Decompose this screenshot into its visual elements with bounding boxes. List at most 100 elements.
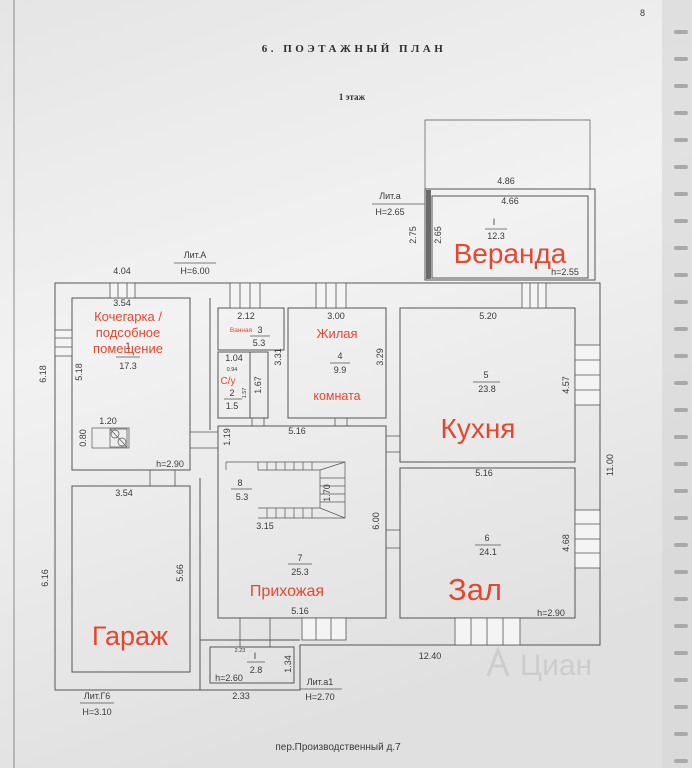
- garage-litera-height: H=3.10: [82, 707, 111, 717]
- stair-inner-line: [258, 469, 321, 509]
- binding-ring: [674, 678, 688, 682]
- veranda-outer-depth: 2.75: [408, 226, 418, 244]
- living-length-right: 3.29: [375, 348, 385, 366]
- bath-width: 2.12: [237, 311, 255, 321]
- binding-ring: [674, 327, 688, 331]
- binding-ring: [674, 300, 688, 304]
- window-kitchen-top: [521, 282, 547, 309]
- page-number: 8: [640, 8, 645, 18]
- binding-ring: [674, 732, 688, 736]
- boiler-name-line-3: помещение: [93, 341, 163, 356]
- veranda-litera-label: Лит.а: [379, 191, 401, 201]
- boiler-name-line-2: подсобное: [96, 325, 161, 340]
- door-boiler-garage: [149, 470, 176, 486]
- doors: [149, 418, 400, 647]
- window-boiler-left: [54, 329, 73, 357]
- lounge-room-number: 6: [484, 533, 489, 543]
- stove-diagonal: [109, 428, 128, 448]
- stairs-area: 5.3: [236, 492, 249, 502]
- window-boiler-top: [109, 282, 136, 299]
- porch-outer-width: 2.33: [232, 691, 250, 701]
- corridor-width: 5.16: [288, 426, 306, 436]
- watermark-text: Циан: [520, 649, 592, 682]
- window-lounge-bottom: [454, 617, 521, 646]
- veranda-room-number: I: [493, 217, 496, 227]
- window-boiler-top-panes: [117, 283, 128, 298]
- living-width: 3.00: [327, 311, 345, 321]
- binding-ring: [674, 354, 688, 358]
- watermark: Циан: [486, 645, 592, 682]
- wc-block-walls: [217, 351, 269, 419]
- window-bath-top: [229, 282, 261, 309]
- kitchen-length: 4.57: [561, 376, 571, 394]
- lounge-width: 5.16: [475, 468, 493, 478]
- boiler-area: 17.3: [119, 361, 137, 371]
- watermark-logo-icon: [486, 645, 510, 677]
- lounge-height: h=2.90: [537, 608, 565, 618]
- boiler-room-number: 1: [125, 341, 130, 351]
- window-lounge-right-panes: [575, 523, 600, 554]
- binding-ring: [674, 516, 688, 520]
- bath-area: 5.3: [253, 338, 266, 348]
- stair-outline: [226, 461, 346, 519]
- veranda-height: h=2.55: [551, 267, 579, 277]
- binding-ring: [674, 462, 688, 466]
- windows: [54, 282, 601, 646]
- wc-inner-width: 0.94: [227, 367, 238, 373]
- wc-width: 1.04: [225, 353, 243, 363]
- door-hall-kitchen: [386, 435, 400, 453]
- door-hall-lounge: [386, 529, 400, 549]
- living-room-number: 4: [337, 351, 342, 361]
- living-name-line-1: Жилая: [316, 326, 357, 341]
- binding-ring: [674, 435, 688, 439]
- hall-width: 5.16: [291, 606, 309, 616]
- binding-ring: [674, 624, 688, 628]
- binding-ring: [674, 273, 688, 277]
- boiler-height: h=2.90: [156, 459, 184, 469]
- boiler-outer-length: 6.18: [38, 365, 48, 383]
- binding-ring: [674, 597, 688, 601]
- binding-ring: [674, 84, 688, 88]
- stairs-room-number: 8: [237, 478, 242, 488]
- stove-burner-box: [109, 428, 128, 448]
- binding-ring: [674, 219, 688, 223]
- kitchen-name: Кухня: [441, 413, 516, 444]
- building-length: 12.40: [419, 651, 442, 661]
- window-boiler-left-panes: [55, 337, 72, 348]
- hall-room-number: 7: [297, 553, 302, 563]
- page-title: 6. ПОЭТАЖНЫЙ ПЛАН: [262, 43, 447, 55]
- porch-depth: 1.34: [283, 655, 293, 673]
- veranda-left-wall-fill: [426, 190, 431, 279]
- veranda-area: 12.3: [487, 231, 505, 241]
- kitchen-room-number: 5: [483, 370, 488, 380]
- kitchen-area: 23.8: [478, 384, 496, 394]
- veranda-name: Веранда: [454, 238, 567, 269]
- veranda-frame: [424, 119, 591, 190]
- garage-litera-label: Лит.Г6: [84, 691, 110, 701]
- boiler-inner-length: 5.18: [74, 363, 84, 381]
- right-section-total: 11.00: [605, 454, 615, 476]
- garage-inner-length: 5.66: [175, 564, 185, 582]
- lounge-length: 4.68: [561, 534, 571, 552]
- window-living-top-panes: [325, 283, 337, 308]
- main-litera-label: Лит.А: [184, 250, 207, 260]
- garage-outer-length: 6.16: [40, 569, 50, 587]
- stairs-length: 1.70: [322, 484, 332, 502]
- boiler-inner-width: 3.54: [113, 298, 131, 308]
- address-label: пер.Производственный д.7: [275, 742, 401, 753]
- door-hall-porch: [239, 618, 271, 647]
- living-name-line-2: комната: [313, 389, 360, 403]
- porch-litera-height: H=2.70: [305, 692, 334, 702]
- wc-length: 1.57: [242, 388, 248, 399]
- stove-width: 1.20: [99, 416, 117, 426]
- lounge-name: Зал: [448, 572, 502, 607]
- door-corridor-living: [334, 418, 348, 426]
- veranda-inner-wall: [431, 195, 589, 279]
- window-bath-top-panes: [239, 283, 251, 308]
- living-length-left: 3.31: [273, 348, 283, 366]
- stair-steps: [257, 461, 346, 519]
- hall-area: 25.3: [291, 567, 309, 577]
- binding-ring: [674, 705, 688, 709]
- binding-ring: [674, 246, 688, 250]
- building-outer-wall: [54, 282, 601, 691]
